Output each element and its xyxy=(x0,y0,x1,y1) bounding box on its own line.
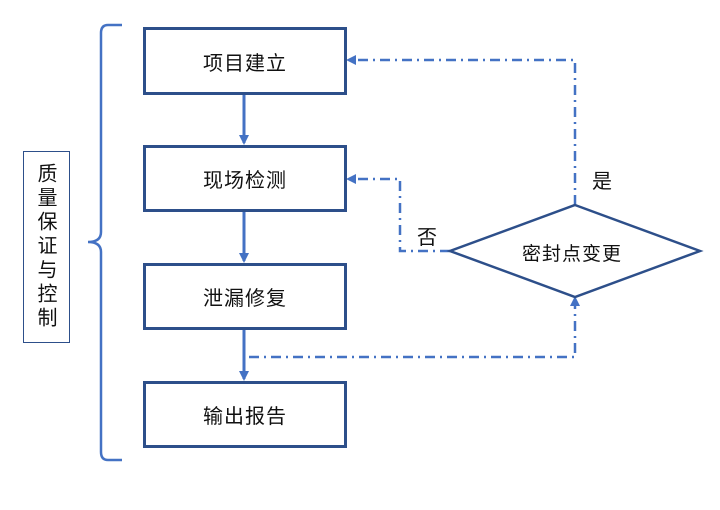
step-label: 输出报告 xyxy=(203,404,287,428)
yes-label: 是 xyxy=(592,169,612,193)
decision-label: 密封点变更 xyxy=(522,243,623,265)
side-label-box: 质量保证与控制 xyxy=(23,151,70,343)
step-leak-repair: 泄漏修复 xyxy=(143,263,347,330)
step-label: 泄漏修复 xyxy=(203,286,287,310)
step-label: 项目建立 xyxy=(203,50,287,75)
no-label: 否 xyxy=(417,225,437,249)
dashed-arrow-no xyxy=(346,174,450,253)
step-field-inspection: 现场检测 xyxy=(143,145,347,212)
grouping-bracket xyxy=(87,23,122,462)
step-project-setup: 项目建立 xyxy=(143,27,347,95)
step-output-report: 输出报告 xyxy=(143,381,347,448)
decision-diamond xyxy=(446,203,704,299)
dashed-arrow-yes xyxy=(346,55,577,205)
side-label: 质量保证与控制 xyxy=(34,163,58,331)
step-label: 现场检测 xyxy=(203,168,287,192)
